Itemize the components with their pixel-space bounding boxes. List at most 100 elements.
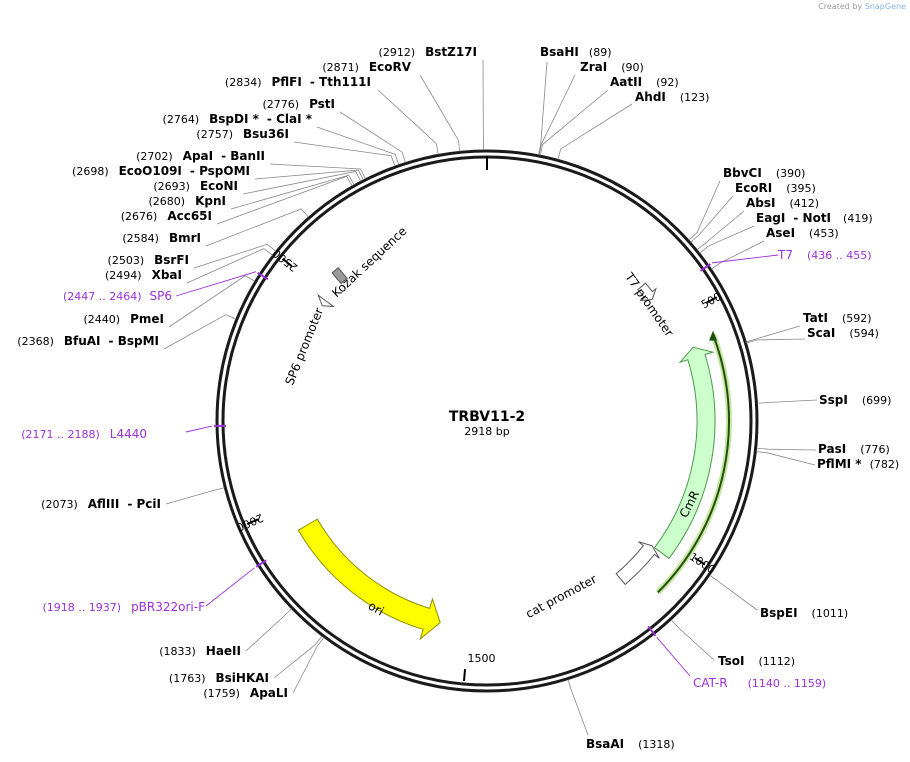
enzyme-label[interactable]: (2834)PflFI- Tth111I bbox=[225, 75, 371, 89]
feature-label-kozak: Kozak sequence bbox=[329, 224, 409, 300]
enzyme-label[interactable]: BsaAI(1318) bbox=[586, 737, 675, 751]
primers-layer bbox=[175, 254, 779, 677]
leader-line bbox=[567, 679, 589, 736]
enzyme-label[interactable]: (2503)BsrFI bbox=[108, 253, 189, 267]
enzyme-label[interactable]: (2702)ApaI- BanII bbox=[136, 149, 265, 163]
enzyme-label[interactable]: (2764)BspDI *- ClaI * bbox=[163, 112, 313, 126]
feature-t7-promoter[interactable] bbox=[637, 282, 657, 302]
leader-line bbox=[245, 608, 292, 652]
leader-line bbox=[163, 314, 237, 350]
primer-label-pbr322ori-f[interactable]: (1918 .. 1937)pBR322ori-F bbox=[43, 600, 206, 614]
feature-label-sp6-promoter: SP6 promoter bbox=[282, 306, 326, 387]
primer-mark bbox=[255, 559, 267, 568]
leader-line bbox=[709, 575, 758, 611]
enzyme-label[interactable]: ZraI(90) bbox=[580, 60, 644, 74]
enzyme-label[interactable]: AhdI(123) bbox=[635, 90, 709, 104]
leader-line bbox=[688, 180, 721, 241]
leader-line bbox=[419, 74, 461, 152]
feature-cmr[interactable] bbox=[653, 346, 716, 560]
feature-cat-promoter[interactable] bbox=[615, 541, 660, 586]
leader-line bbox=[205, 208, 309, 247]
enzyme-label[interactable]: TatI(592) bbox=[803, 311, 872, 325]
enzyme-label[interactable]: EcoRI(395) bbox=[735, 181, 816, 195]
leader-line bbox=[339, 111, 406, 163]
enzyme-label[interactable]: (2494)XbaI bbox=[105, 268, 182, 282]
enzyme-label[interactable]: (2680)KpnI bbox=[149, 194, 226, 208]
leader-line bbox=[670, 619, 715, 661]
primer-leader bbox=[656, 637, 691, 677]
leader-line bbox=[193, 243, 277, 269]
tick-mark bbox=[694, 557, 706, 566]
enzyme-label[interactable]: PflMI *(782) bbox=[817, 457, 899, 471]
leader-line bbox=[230, 174, 355, 210]
leader-line bbox=[699, 225, 755, 254]
enzyme-label[interactable]: BspEI(1011) bbox=[760, 606, 848, 620]
leader-line bbox=[186, 248, 273, 284]
leader-line bbox=[293, 141, 396, 167]
leader-line bbox=[757, 399, 818, 404]
enzyme-label[interactable]: (2698)EcoO109I- PspOMI bbox=[72, 164, 250, 178]
plasmid-name: TRBV11-2 bbox=[449, 409, 525, 425]
leader-line bbox=[165, 487, 225, 505]
enzyme-label[interactable]: (2584)BmrI bbox=[122, 231, 201, 245]
primer-leader bbox=[185, 425, 213, 433]
enzyme-label[interactable]: (1833)HaeII bbox=[159, 644, 241, 658]
credit-prefix: Created by bbox=[818, 2, 863, 11]
primer-mark bbox=[647, 625, 657, 637]
enzyme-label[interactable]: AatII(92) bbox=[610, 75, 679, 89]
feature-kozak-box[interactable] bbox=[331, 267, 348, 285]
enzyme-label[interactable]: TsoI(1112) bbox=[718, 654, 795, 668]
primer-label-l4440[interactable]: (2171 .. 2188)L4440 bbox=[21, 427, 147, 441]
leader-line bbox=[216, 175, 353, 225]
primer-label-t7[interactable]: T7(436 .. 455) bbox=[777, 248, 872, 262]
primer-label-sp6[interactable]: (2447 .. 2464)SP6 bbox=[63, 289, 172, 303]
enzyme-label[interactable]: PasI(776) bbox=[818, 442, 890, 456]
leader-line bbox=[316, 126, 400, 165]
enzyme-label[interactable]: BbvCI(390) bbox=[723, 166, 805, 180]
leader-line bbox=[756, 447, 817, 451]
enzyme-label[interactable]: (2757)Bsu36I bbox=[196, 127, 289, 141]
backbone-outer bbox=[215, 149, 759, 693]
feature-ori[interactable] bbox=[297, 518, 441, 641]
plasmid-size: 2918 bp bbox=[464, 425, 509, 438]
enzyme-label[interactable]: (1763)BsiHKAI bbox=[169, 671, 269, 685]
enzymes-right: BsaHI(89) ZraI(90) AatII(92) AhdI(123) B… bbox=[540, 45, 899, 751]
enzyme-label[interactable]: AbsI(412) bbox=[746, 196, 819, 210]
leader-line bbox=[269, 163, 366, 179]
enzyme-label[interactable]: ScaI(594) bbox=[807, 326, 879, 340]
enzyme-label[interactable]: BsaHI(89) bbox=[540, 45, 612, 59]
enzyme-label[interactable]: (1759)ApaLI bbox=[203, 686, 288, 700]
enzyme-label[interactable]: (2440)PmeI bbox=[84, 312, 164, 326]
leader-line bbox=[254, 169, 364, 181]
snapgene-credit: Created by SnapGene bbox=[818, 2, 906, 11]
enzyme-label[interactable]: (2073)AflIII- PciI bbox=[41, 497, 161, 511]
tick-mark bbox=[281, 257, 293, 268]
enzyme-label[interactable]: (2676)Acc65I bbox=[121, 209, 212, 223]
enzyme-label[interactable]: EagI- NotI(419) bbox=[756, 211, 873, 225]
leader-line bbox=[746, 325, 801, 343]
enzyme-label[interactable]: (2693)EcoNI bbox=[153, 179, 238, 193]
leader-line bbox=[273, 635, 323, 679]
orf-arrow-line bbox=[657, 334, 730, 594]
enzyme-label[interactable]: (2368)BfuAI- BspMI bbox=[17, 334, 159, 348]
enzyme-label[interactable]: AseI(453) bbox=[766, 226, 839, 240]
tick-label: 1500 bbox=[467, 652, 495, 665]
leader-line bbox=[696, 210, 745, 251]
feature-sp6-promoter[interactable] bbox=[317, 293, 336, 308]
enzyme-label[interactable]: SspI(699) bbox=[819, 393, 891, 407]
leader-line bbox=[690, 195, 734, 243]
enzyme-label[interactable]: (2912)BstZ17I bbox=[379, 45, 477, 59]
leader-line bbox=[377, 89, 439, 155]
leader-line bbox=[557, 103, 633, 160]
enzyme-label[interactable]: (2871)EcoRV bbox=[322, 60, 411, 74]
enzyme-label[interactable]: (2776)PstI bbox=[262, 97, 335, 111]
primer-leader bbox=[711, 254, 779, 264]
leader-line bbox=[746, 338, 806, 344]
snapgene-brand: SnapGene bbox=[864, 2, 906, 11]
primer-label-cat-r[interactable]: CAT-R(1140 .. 1159) bbox=[693, 676, 826, 690]
leader-lines bbox=[163, 59, 818, 736]
tick-mark bbox=[246, 518, 259, 525]
leader-line bbox=[168, 275, 255, 328]
leader-line bbox=[711, 240, 765, 270]
